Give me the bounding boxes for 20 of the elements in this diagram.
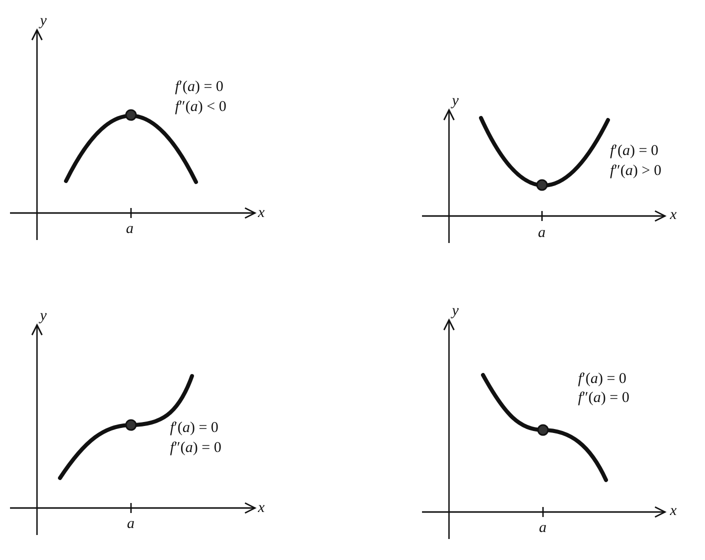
condition-label: f″(a) < 0 — [175, 100, 226, 115]
condition-label: f′(a) = 0 — [578, 372, 626, 387]
axis-label: a — [126, 222, 134, 237]
axis-label: y — [40, 14, 47, 29]
axis-label: x — [670, 504, 677, 519]
axis-label: y — [452, 94, 459, 109]
condition-label: f′(a) = 0 — [175, 80, 224, 95]
axis-label: y — [40, 309, 47, 324]
condition-label: f″(a) = 0 — [578, 391, 630, 406]
condition-label: f′(a) = 0 — [610, 144, 658, 159]
axis-label: y — [452, 304, 459, 319]
axis-label: x — [670, 208, 677, 223]
axis-label: a — [538, 226, 546, 241]
axis-label: x — [258, 206, 265, 221]
axis-label: a — [539, 521, 546, 536]
condition-label: f″(a) = 0 — [170, 441, 222, 456]
condition-label: f″(a) > 0 — [610, 164, 662, 179]
axis-label: x — [258, 501, 265, 516]
condition-label: f′(a) = 0 — [170, 421, 218, 436]
axis-label: a — [127, 517, 134, 532]
